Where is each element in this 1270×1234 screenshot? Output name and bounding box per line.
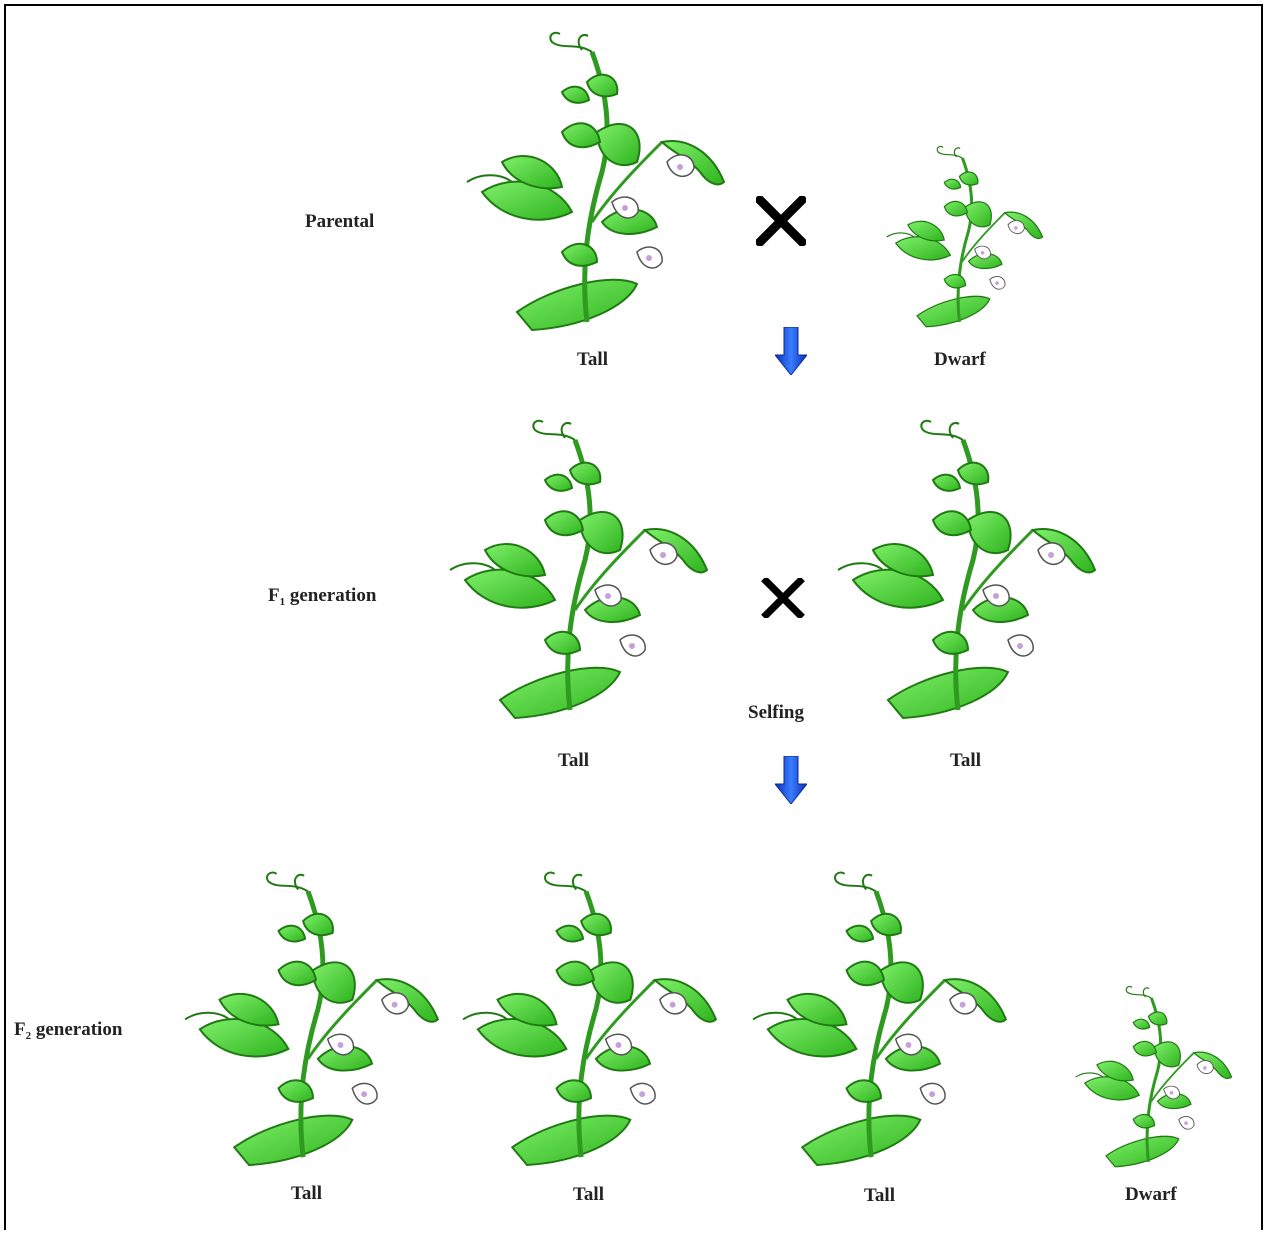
pea-plant-icon	[178, 862, 443, 1167]
f1-plant-label: Tall	[950, 750, 981, 771]
pea-plant-icon	[456, 862, 721, 1167]
parental-plant-label: Tall	[577, 349, 608, 370]
f1-generation-subscript: 1	[279, 596, 286, 608]
f1-generation-label: F1 generation	[268, 585, 377, 608]
cross-icon	[756, 196, 806, 246]
pea-plant-icon	[1074, 984, 1234, 1168]
down-arrow-icon	[775, 327, 807, 375]
f2-generation-subscript: 2	[25, 1030, 32, 1042]
f2-plant-label: Tall	[864, 1185, 895, 1206]
pea-plant-icon	[885, 144, 1045, 328]
f1-generation-prefix: F	[268, 585, 280, 606]
parental-plant-label: Dwarf	[934, 349, 986, 370]
f2-plant-label: Tall	[291, 1183, 322, 1204]
parental-generation-label: Parental	[305, 211, 375, 232]
f1-generation-suffix: generation	[285, 585, 377, 606]
f1-plant-label: Tall	[558, 750, 589, 771]
f2-plant-label: Dwarf	[1125, 1184, 1177, 1205]
pea-plant-icon	[833, 410, 1098, 720]
f2-plant-label: Tall	[573, 1184, 604, 1205]
selfing-label: Selfing	[748, 702, 804, 723]
cross-icon	[758, 578, 808, 618]
figure-frame	[4, 4, 1263, 1230]
pea-plant-icon	[445, 410, 710, 720]
down-arrow-icon	[775, 756, 807, 804]
f2-generation-label: F2 generation	[14, 1019, 123, 1042]
f2-generation-prefix: F	[14, 1019, 26, 1040]
f2-generation-suffix: generation	[31, 1019, 123, 1040]
pea-plant-icon	[746, 862, 1011, 1167]
pea-plant-icon	[462, 22, 727, 332]
